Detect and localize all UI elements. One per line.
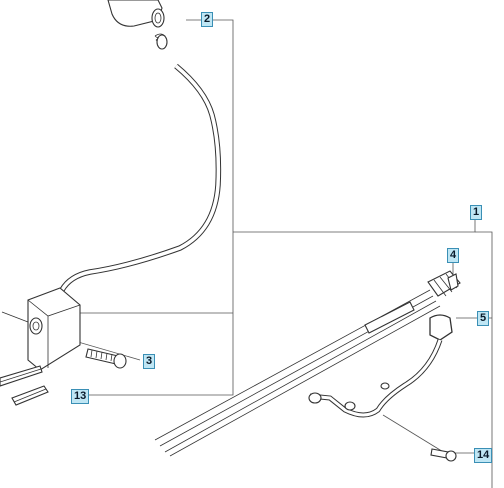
throttle-cable [59, 63, 222, 292]
callout-1[interactable]: 1 [470, 205, 483, 220]
callout-2[interactable]: 2 [201, 12, 214, 27]
ignition-module [0, 287, 81, 387]
screw-3 [85, 348, 127, 369]
leader-lines [29, 19, 493, 488]
callout-13[interactable]: 13 [71, 389, 90, 404]
bracket-5 [308, 314, 453, 418]
screw-14 [430, 448, 457, 462]
callout-4[interactable]: 4 [447, 248, 460, 263]
throttle-fitting [107, 0, 168, 50]
wiring-harness [154, 270, 461, 457]
spacer-13 [11, 385, 49, 406]
callout-3[interactable]: 3 [143, 354, 156, 369]
callout-14[interactable]: 14 [474, 448, 493, 463]
callout-5[interactable]: 5 [477, 311, 490, 326]
